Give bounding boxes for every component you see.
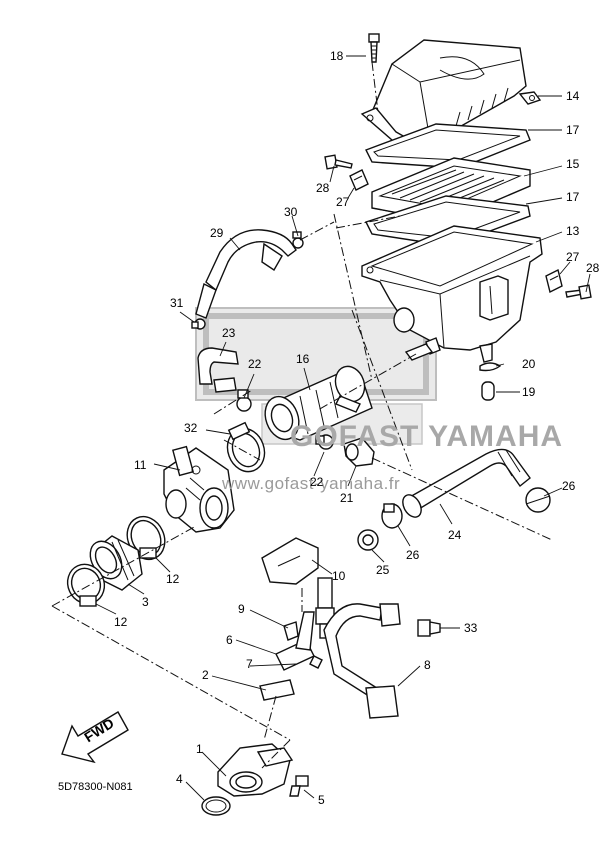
breather-hose: [195, 229, 297, 319]
drain-plug-19: [481, 381, 495, 401]
callout-32: 32: [184, 421, 198, 435]
callout-5: 5: [318, 793, 325, 807]
callout-11: 11: [134, 458, 147, 472]
callout-27-right: 27: [566, 250, 580, 264]
plug-21: [343, 437, 375, 467]
clamp-26-right: [525, 487, 551, 513]
leader-lines: [95, 55, 591, 801]
callout-21: 21: [340, 491, 354, 505]
callout-17-upper: 17: [566, 123, 580, 137]
callout-28-right: 28: [586, 261, 600, 275]
callout-24: 24: [448, 528, 462, 542]
fwd-arrow: [61, 711, 129, 764]
callout-25: 25: [376, 563, 390, 577]
callout-8: 8: [424, 658, 431, 672]
injector-assembly: [275, 611, 323, 671]
connector-33: [417, 619, 441, 637]
watermark-brand: GOFAST YAMAHA: [290, 420, 564, 453]
callout-28-left: 28: [316, 181, 330, 195]
callout-6: 6: [226, 633, 233, 647]
clamp-12-lower: [66, 563, 106, 607]
callout-3: 3: [142, 595, 149, 609]
callout-33: 33: [464, 621, 478, 635]
callout-19: 19: [522, 385, 536, 399]
callout-17-lower: 17: [566, 190, 580, 204]
callout-15: 15: [566, 157, 580, 171]
callout-27-left: 27: [336, 195, 350, 209]
screw-18: [368, 33, 380, 63]
cap-25: [357, 529, 379, 551]
callout-1: 1: [196, 742, 203, 756]
watermark-url: www.gofast-yamaha.fr: [222, 474, 401, 493]
air-filter-case: [361, 225, 543, 363]
callout-4: 4: [176, 772, 183, 786]
hose-24: [402, 448, 531, 518]
callout-23: 23: [222, 326, 236, 340]
hose-clip-31: [191, 318, 206, 330]
clip-27-left: [349, 169, 369, 191]
callout-26-right: 26: [562, 479, 576, 493]
callout-12-upper: 12: [166, 572, 180, 586]
clip-27-right: [545, 268, 563, 294]
callout-31: 31: [170, 296, 184, 310]
callout-26-left: 26: [406, 548, 420, 562]
air-filter-case-cover: [360, 39, 542, 159]
intake-joint: [264, 343, 434, 441]
callout-14: 14: [566, 89, 580, 103]
fuel-hose-8: [323, 603, 401, 719]
diagram-code: 5D78300-N081: [58, 781, 133, 793]
callout-13: 13: [566, 224, 580, 238]
seal-2: [259, 679, 295, 701]
bolt-28-right: [565, 284, 592, 300]
callout-30: 30: [284, 205, 298, 219]
clamp-26-left: [381, 503, 403, 529]
callout-10: 10: [332, 569, 346, 583]
hose-clamp-22-lower: [315, 434, 334, 450]
callout-22-lower: 22: [310, 475, 324, 489]
hose-clamp-30: [292, 231, 304, 249]
screw-5: [289, 775, 309, 797]
callout-12-lower: 12: [114, 615, 128, 629]
hose-23: [197, 347, 239, 393]
callout-16: 16: [296, 352, 310, 366]
callout-7: 7: [246, 657, 253, 671]
callout-29: 29: [210, 226, 224, 240]
callout-9: 9: [238, 602, 245, 616]
throttle-body: [163, 445, 235, 533]
callout-2: 2: [202, 668, 209, 682]
callout-22-upper: 22: [248, 357, 262, 371]
bolt-28-left: [324, 154, 353, 170]
clip-20: [479, 362, 502, 372]
callout-20: 20: [522, 357, 536, 371]
joint-clamp-32: [226, 421, 266, 473]
callout-18: 18: [330, 49, 344, 63]
intake-manifold: [217, 743, 294, 797]
injector-screw-9: [283, 621, 299, 641]
